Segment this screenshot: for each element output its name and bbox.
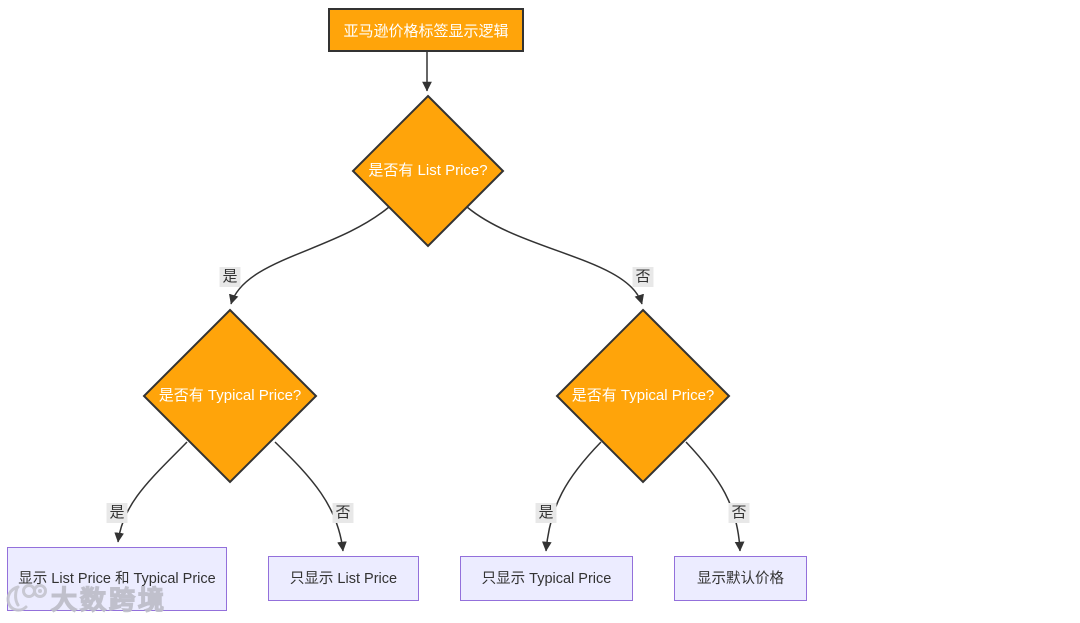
edge-root-yes-to-left-decision [229,206,390,305]
edge-root-no-to-right-decision [466,206,644,305]
outcome-list-only-label: 只显示 List Price [289,570,398,587]
edge-label-root-yes: 是 [219,267,241,287]
edge-label-root-no: 否 [632,267,654,287]
edge-label-right-no: 否 [728,503,750,523]
outcome-node-default-price: 显示默认价格 [674,556,807,601]
edge-label-right-yes: 是 [535,503,557,523]
decision-diamond-left [142,308,318,484]
outcome-both-label: 显示 List Price 和 Typical Price [18,571,216,587]
edge-label-left-no: 否 [332,503,354,523]
outcome-node-typical-only: 只显示 Typical Price [460,556,633,601]
node-title: 亚马逊价格标签显示逻辑 [328,8,524,52]
edge-label-left-yes: 是 [106,503,128,523]
decision-diamond-root [351,94,505,248]
edge-right-yes-to-typical-outcome [541,441,602,552]
outcome-node-both-prices: 显示 List Price 和 Typical Price [7,547,227,611]
outcome-typical-only-label: 只显示 Typical Price [481,570,612,587]
edge-left-no-to-list-outcome [274,441,347,552]
outcome-node-list-only: 只显示 List Price [268,556,419,601]
outcome-default-label: 显示默认价格 [697,570,784,587]
edge-left-yes-to-both-outcome [114,441,188,543]
decision-diamond-right [555,308,731,484]
edge-right-no-to-default-outcome [685,441,745,552]
node-title-label: 亚马逊价格标签显示逻辑 [343,22,509,40]
